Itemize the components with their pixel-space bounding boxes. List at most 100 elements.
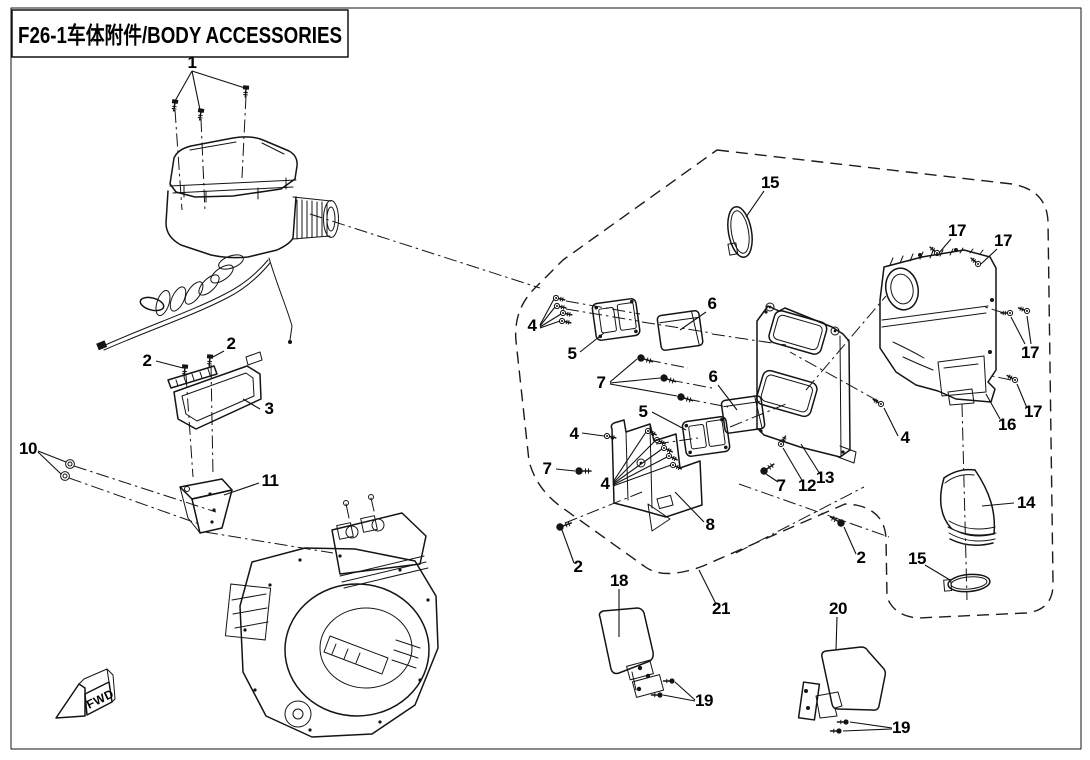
callout-label-2: 2: [857, 548, 866, 567]
callout-label-1: 1: [188, 53, 197, 72]
callout-label-11: 11: [262, 471, 279, 490]
breather-hose: [96, 257, 293, 351]
leader-line: [539, 320, 561, 329]
leader-line: [609, 383, 678, 397]
exploded-view-boundary: [514, 149, 1054, 619]
callout-label-4: 4: [570, 424, 580, 443]
callout-label-17: 17: [1021, 343, 1039, 362]
clamp-item-15-bottom: [943, 573, 991, 593]
screw: [553, 302, 568, 312]
leader-line: [37, 451, 62, 475]
leader-line: [883, 407, 899, 437]
callout-label-7: 7: [777, 476, 786, 495]
clamp-item-5-lower: [681, 416, 731, 457]
leader-line: [985, 393, 1001, 420]
callout-label-13: 13: [816, 468, 834, 487]
leader-line: [612, 464, 672, 487]
leader-line: [1026, 315, 1032, 345]
elbow-item-14: [939, 468, 997, 546]
callout-label-14: 14: [1017, 493, 1036, 512]
bolt: [658, 372, 678, 386]
screw: [659, 443, 675, 455]
leader-line: [717, 384, 738, 411]
bracket-item-11: [179, 478, 233, 534]
screw: [603, 432, 618, 442]
leader-line: [835, 616, 838, 651]
screw: [668, 460, 684, 472]
screw: [664, 451, 680, 463]
screw: [1016, 304, 1032, 316]
leader-line: [849, 721, 893, 729]
callout-label-17: 17: [948, 221, 966, 240]
leader-line: [938, 238, 952, 254]
screw: [552, 294, 567, 304]
screws-item-2: [180, 353, 214, 377]
callout-label-17: 17: [994, 231, 1012, 250]
bracket-item-3: [167, 351, 263, 430]
callout-label-19: 19: [695, 691, 713, 710]
screws-item-4-middle: [603, 432, 618, 442]
callout-label-2: 2: [227, 334, 236, 353]
housing-item-16: [879, 247, 997, 406]
intake-elbow: [139, 254, 244, 317]
screw: [205, 353, 214, 367]
bolts-item-7-left: [574, 466, 592, 476]
screw: [1005, 372, 1020, 385]
leader-line: [662, 694, 696, 702]
callout-label-19: 19: [892, 718, 910, 737]
screw: [776, 434, 789, 449]
clamp-item-5-upper: [591, 298, 641, 341]
leader-line: [174, 70, 193, 102]
callout-label-4: 4: [601, 474, 611, 493]
bolt: [758, 460, 777, 477]
callout-label-6: 6: [709, 367, 718, 386]
bolts-item-7-right: [758, 460, 777, 477]
leader-line: [561, 529, 575, 564]
callout-label-4: 4: [528, 316, 538, 335]
leader-line: [679, 311, 707, 331]
leader-line: [843, 526, 857, 555]
leader-line: [191, 70, 201, 111]
screw: [968, 255, 983, 269]
leader-line: [539, 298, 555, 326]
leader-line: [1016, 383, 1028, 409]
leader-line: [612, 448, 663, 485]
nut: [65, 459, 75, 469]
nuts-item-10: [60, 459, 75, 481]
screw: [836, 718, 850, 726]
engine-illustration: [224, 494, 439, 738]
leader-line: [765, 473, 779, 483]
leader-line: [674, 681, 696, 701]
bolt: [828, 513, 847, 529]
leader-line: [782, 447, 804, 483]
airbox-assembly: [96, 136, 339, 351]
leader-line: [924, 564, 951, 581]
panel-item-13: [756, 302, 857, 464]
callout-label-7: 7: [543, 459, 552, 478]
callout-label-4: 4: [901, 428, 911, 447]
screw: [170, 98, 180, 113]
callout-label-10: 10: [19, 439, 37, 458]
panel-item-20: [797, 646, 887, 721]
callout-label-2: 2: [143, 351, 152, 370]
leader-line: [191, 70, 246, 89]
clamp-item-15-top: [727, 206, 753, 258]
callout-label-2: 2: [574, 557, 583, 576]
leader-line: [579, 332, 605, 353]
leader-line: [745, 190, 765, 218]
callout-label-20: 20: [829, 599, 847, 618]
page-title: F26-1车体附件/BODY ACCESSORIES: [18, 22, 342, 48]
leader-line: [242, 398, 261, 410]
leader-line: [651, 411, 687, 431]
leader-line: [842, 728, 893, 732]
duct-item-6-lower: [720, 395, 766, 434]
screw: [558, 317, 573, 327]
callout-label-3: 3: [265, 399, 274, 418]
screw: [196, 107, 206, 122]
leader-line: [800, 443, 821, 475]
leader-line: [539, 313, 562, 328]
screws-item-1: [170, 84, 250, 122]
bolt: [635, 352, 655, 366]
